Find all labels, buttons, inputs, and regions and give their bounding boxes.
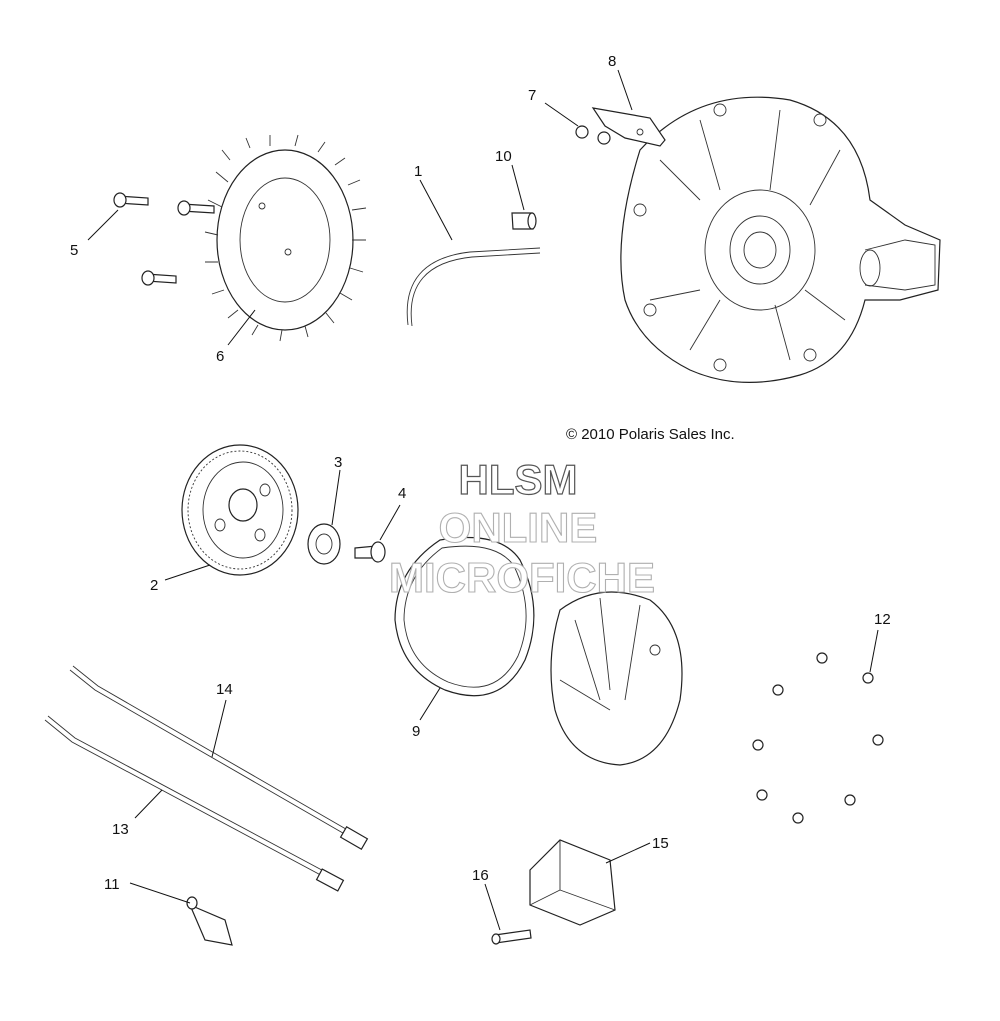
- callout-14: 14: [216, 681, 233, 698]
- callout-11: 11: [104, 876, 120, 893]
- callout-12: 12: [874, 611, 891, 628]
- callout-3: 3: [334, 454, 342, 471]
- sensor: [186, 896, 233, 946]
- flywheel: [181, 444, 299, 576]
- leader-lines: [87, 69, 879, 931]
- gasket: [394, 536, 535, 697]
- callout-9: 9: [412, 723, 420, 740]
- flywheel-nut: [307, 523, 341, 565]
- callout-16: 16: [472, 867, 489, 884]
- stator-bolts: [113, 192, 215, 286]
- callout-8: 8: [608, 53, 616, 70]
- watermark-line1: HLSM: [459, 456, 578, 503]
- copyright-notice: © 2010 Polaris Sales Inc.: [566, 426, 735, 443]
- callout-4: 4: [398, 485, 406, 502]
- callout-2: 2: [150, 577, 158, 594]
- callout-10: 10: [495, 148, 512, 165]
- flywheel-bolt: [354, 541, 386, 563]
- cable-short: [44, 715, 345, 892]
- flywheel-cover: [550, 591, 683, 766]
- stator: [204, 134, 367, 342]
- cover-bolts: [752, 652, 884, 824]
- watermark-line3: MICROFICHE: [389, 554, 655, 601]
- regulator-bolt: [491, 929, 532, 945]
- bracket-screws: [575, 125, 611, 145]
- sleeve: [511, 212, 537, 230]
- wire-harness: [406, 247, 541, 327]
- callout-13: 13: [112, 821, 129, 838]
- crankcase-cover: [620, 96, 941, 383]
- callout-1: 1: [414, 163, 422, 180]
- voltage-regulator: [529, 839, 616, 926]
- callout-15: 15: [652, 835, 669, 852]
- cable-long: [69, 665, 369, 851]
- bracket: [591, 107, 666, 147]
- callout-7: 7: [528, 87, 536, 104]
- callout-5: 5: [70, 242, 78, 259]
- watermark-line2: ONLINE: [439, 504, 598, 551]
- callout-6: 6: [216, 348, 224, 365]
